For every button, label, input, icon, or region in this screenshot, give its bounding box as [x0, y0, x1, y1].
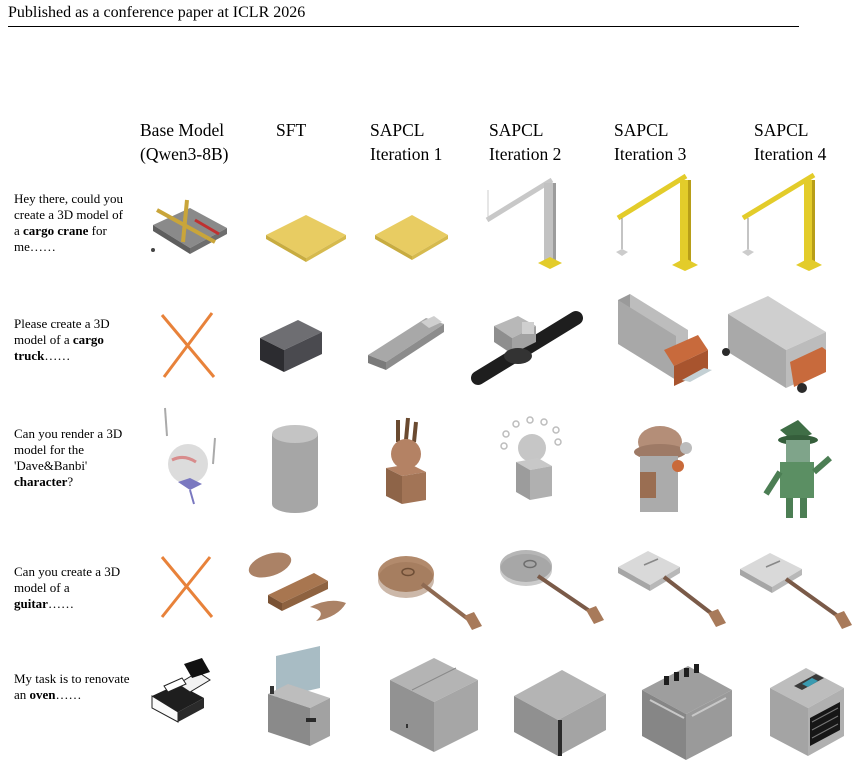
antler-head-figure-icon — [376, 412, 486, 522]
gray-box-oven-icon — [512, 660, 622, 770]
round-wood-guitar-icon — [368, 540, 482, 650]
header-rule — [8, 26, 799, 27]
column-header-base-model: Base Model(Qwen3-8B) — [140, 120, 229, 164]
green-character-icon — [760, 418, 866, 528]
cargo-truck-icon — [718, 292, 828, 402]
row-prompt-cargo-crane: Hey there, could you create a 3D model o… — [14, 191, 124, 254]
failure-cross-icon — [150, 545, 260, 655]
square-guitar-icon — [614, 545, 726, 655]
gray-cylinder-icon — [262, 420, 372, 530]
gray-head-figure-icon — [496, 410, 606, 520]
flat-gray-slab-icon — [366, 310, 476, 420]
dark-box-icon — [258, 310, 368, 420]
yellow-crane-icon — [738, 170, 848, 280]
failure-cross-icon — [150, 305, 260, 415]
row-prompt-guitar: Can you create a 3D model of a guitar…… — [14, 564, 121, 611]
detailed-oven-icon — [764, 660, 866, 770]
partial-truck-icon — [608, 290, 718, 400]
gray-crane-icon — [482, 175, 592, 285]
square-guitar-icon — [738, 545, 852, 655]
row-prompt-oven: My task is to renovate an oven…… — [14, 671, 130, 702]
open-box-oven-icon — [260, 646, 370, 758]
pipe-assembly-icon — [471, 298, 583, 408]
crane-base-fail-icon — [135, 180, 245, 290]
row-prompt-character: Can you render a 3D model for the 'Dave&… — [14, 426, 123, 489]
yellow-plate-icon — [258, 180, 368, 290]
yellow-plate-icon — [370, 180, 480, 290]
hat-figure-icon — [626, 422, 736, 532]
paper-header: Published as a conference paper at ICLR … — [8, 4, 306, 21]
row-prompt-cargo-truck: Please create a 3D model of a cargo truc… — [14, 316, 110, 363]
knob-oven-icon — [640, 660, 750, 770]
floating-sphere-icon — [150, 400, 260, 510]
broken-oven-icon — [138, 650, 248, 760]
scattered-wood-parts-icon — [244, 545, 354, 655]
yellow-crane-icon — [608, 170, 718, 280]
round-gray-guitar-icon — [496, 540, 606, 650]
column-header-sft: SFT — [276, 120, 307, 140]
gray-box-oven-icon — [388, 650, 498, 760]
